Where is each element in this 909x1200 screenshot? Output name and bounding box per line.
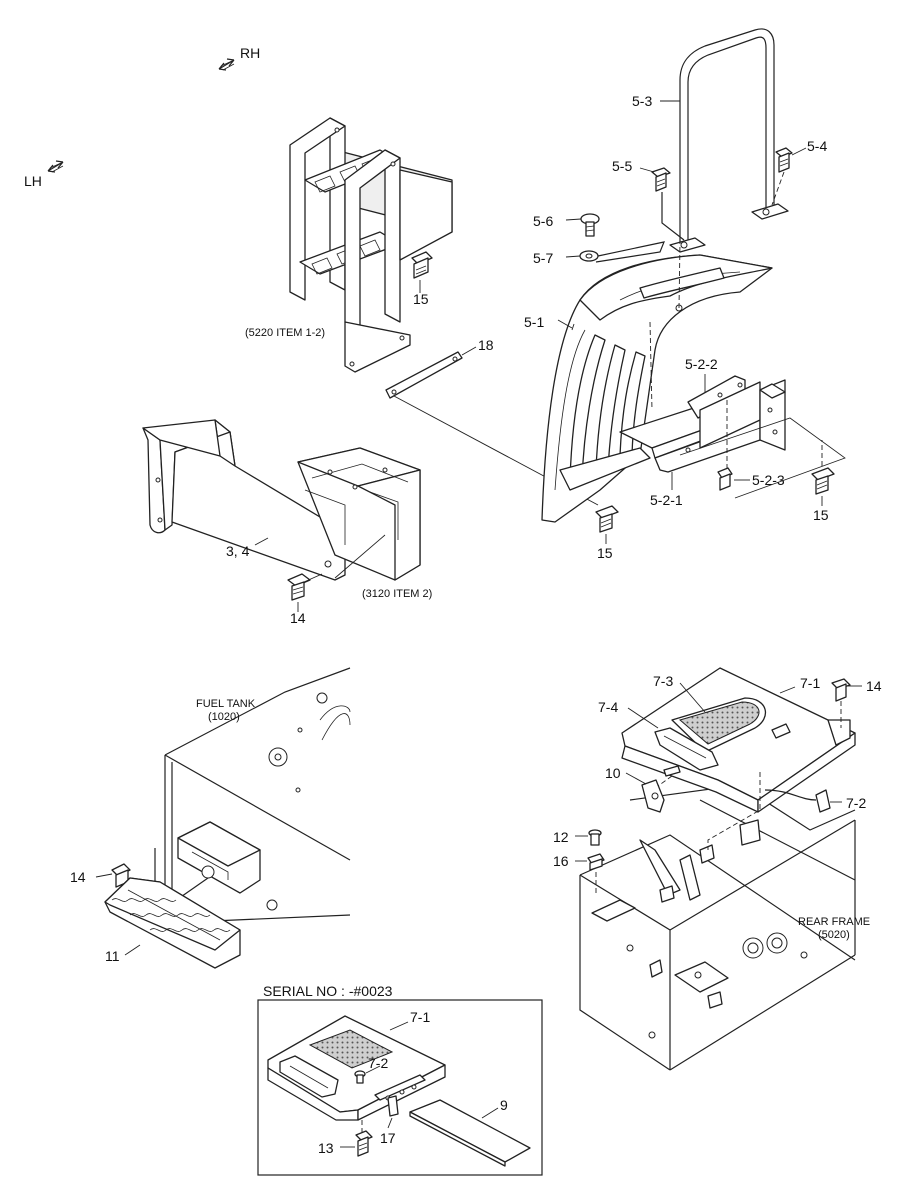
callout-14-a: 14 <box>290 610 306 626</box>
bolt-15-bracket <box>811 467 835 495</box>
callout-5-5: 5-5 <box>612 158 632 174</box>
callout-3-4: 3, 4 <box>226 543 250 559</box>
callout-15-a: 15 <box>413 291 429 307</box>
plate-18 <box>385 351 463 399</box>
bracket-5-2 <box>619 375 846 499</box>
inset-bolt-13 <box>355 1130 373 1157</box>
fuel-tank-number: (1020) <box>208 711 240 723</box>
callout-5-2-1: 5-2-1 <box>650 492 683 508</box>
callout-5-3: 5-3 <box>632 93 652 109</box>
callout-7-3: 7-3 <box>653 673 673 689</box>
bolt-14-bracket <box>287 573 311 601</box>
bolt-15-fender <box>595 505 619 533</box>
inset-bolt-7-2 <box>354 1070 366 1084</box>
callout-12: 12 <box>553 829 569 845</box>
bolt-12 <box>588 829 602 846</box>
latch-10 <box>641 765 681 813</box>
inset-cover-9 <box>409 1099 531 1167</box>
bracket-3-4 <box>142 419 346 581</box>
callout-5-1: 5-1 <box>524 314 544 330</box>
harness-7-2 <box>815 789 831 813</box>
bolt-5-2-3 <box>717 467 733 491</box>
step-block-3120 <box>297 447 421 581</box>
callout-7-1: 7-1 <box>800 675 820 691</box>
rear-frame-number: (5020) <box>818 929 850 941</box>
handrail-5-3 <box>669 28 789 253</box>
direction-rh-label: RH <box>240 45 260 61</box>
bolt-14-plate <box>831 678 851 702</box>
callout-5-6: 5-6 <box>533 213 553 229</box>
callout-16: 16 <box>553 853 569 869</box>
bolt-15-ladder <box>411 251 433 279</box>
inset-clip-17 <box>387 1095 399 1117</box>
inset-frame <box>257 999 543 1176</box>
fuel-tank-1020 <box>154 667 351 923</box>
inset-header: SERIAL NO : -#0023 <box>263 983 393 999</box>
direction-lh-icon <box>47 160 64 173</box>
inset-callout-7-2: 7-2 <box>368 1055 388 1071</box>
direction-rh-icon <box>218 58 235 71</box>
inset-floor-plate-7-1 <box>267 1015 446 1121</box>
fender-5-1 <box>541 254 773 523</box>
rear-frame-label: REAR FRAME <box>798 916 870 928</box>
step-11 <box>104 877 241 969</box>
callout-5-4: 5-4 <box>807 138 827 154</box>
inset-callout-9: 9 <box>500 1097 508 1113</box>
callout-18: 18 <box>478 337 494 353</box>
callout-7-4: 7-4 <box>598 699 618 715</box>
direction-lh-label: LH <box>24 173 42 189</box>
nut-16 <box>587 853 605 871</box>
callout-5-2-2: 5-2-2 <box>685 356 718 372</box>
inset-callout-17: 17 <box>380 1130 396 1146</box>
rear-frame-5020 <box>579 784 856 1071</box>
fuel-tank-label: FUEL TANK <box>196 698 256 710</box>
ref-5220-note: (5220 ITEM 1-2) <box>245 327 325 339</box>
callout-7-2: 7-2 <box>846 795 866 811</box>
bolt-5-5 <box>651 167 671 192</box>
bolt-5-6 <box>580 213 600 237</box>
inset-callout-7-1: 7-1 <box>410 1009 430 1025</box>
callout-5-7: 5-7 <box>533 250 553 266</box>
callout-5-2-3: 5-2-3 <box>752 472 785 488</box>
washer-5-7 <box>579 250 599 262</box>
inset-callout-13: 13 <box>318 1140 334 1156</box>
callout-15-b: 15 <box>597 545 613 561</box>
callout-10: 10 <box>605 765 621 781</box>
callout-15-c: 15 <box>813 507 829 523</box>
step-ladder-assembly <box>289 117 453 373</box>
callout-11: 11 <box>105 948 120 964</box>
callout-14-b: 14 <box>866 678 882 694</box>
bolt-5-4 <box>775 147 793 173</box>
callout-14-c: 14 <box>70 869 86 885</box>
ref-3120-note: (3120 ITEM 2) <box>362 588 432 600</box>
